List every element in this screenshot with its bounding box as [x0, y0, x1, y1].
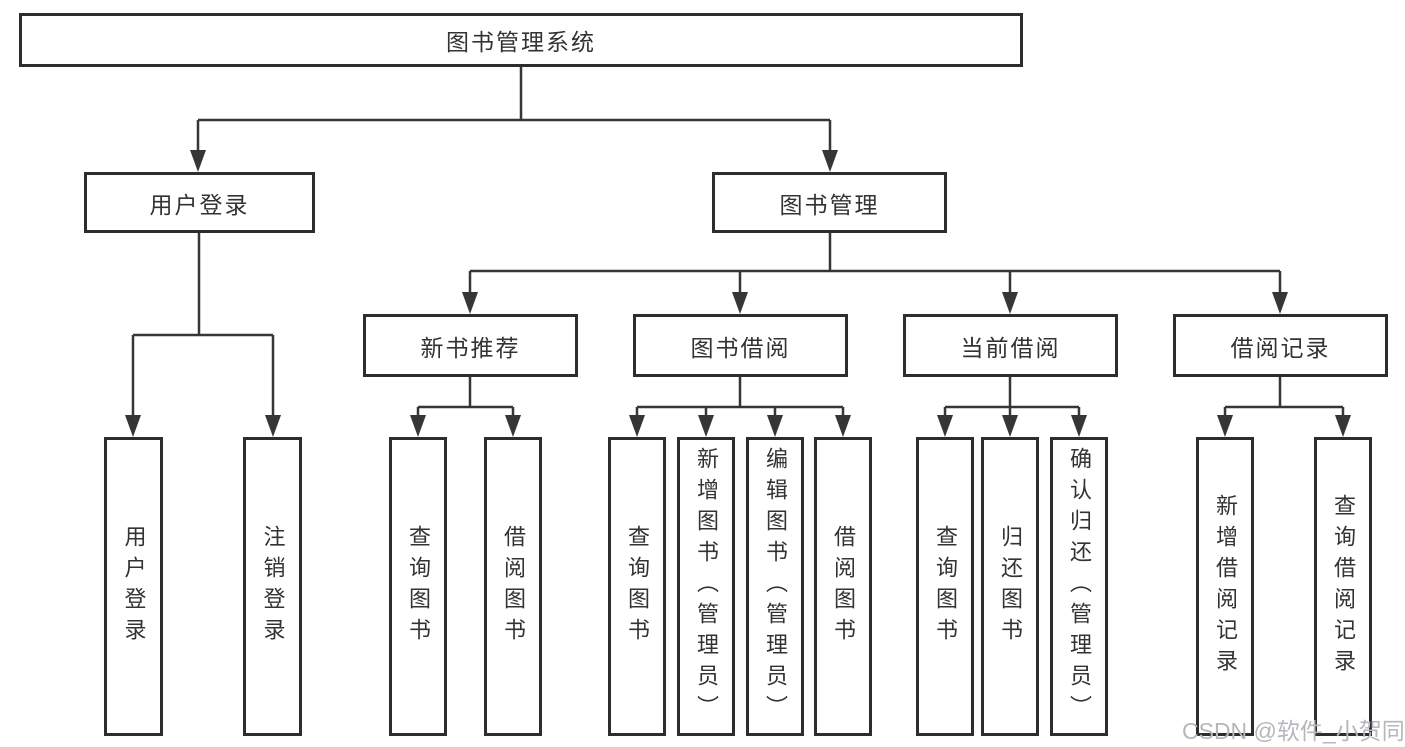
leaf-records-query-record-label: 查询借阅记录 [1331, 493, 1356, 680]
leaf-current-confirm-return-admin: 确认归还（管理员） [1050, 437, 1108, 736]
leaf-current-return-books: 归还图书 [981, 437, 1039, 736]
leaf-borrow-query-books-label: 查询图书 [625, 524, 650, 649]
leaf-logout: 注销登录 [243, 437, 302, 736]
leaf-recommend-borrow-books: 借阅图书 [484, 437, 542, 736]
leaf-records-add-record-label: 新增借阅记录 [1213, 493, 1238, 680]
leaf-current-confirm-return-admin-label: 确认归还（管理员） [1067, 447, 1092, 726]
leaf-current-query-books: 查询图书 [916, 437, 974, 736]
node-new-book-recommend-label: 新书推荐 [420, 334, 521, 361]
node-book-borrow: 图书借阅 [633, 314, 848, 377]
node-book-borrow-label: 图书借阅 [690, 334, 791, 361]
node-book-management-label: 图书管理 [779, 191, 880, 218]
leaf-recommend-borrow-books-label: 借阅图书 [501, 524, 526, 649]
node-root: 图书管理系统 [19, 13, 1023, 67]
node-current-borrow-label: 当前借阅 [960, 334, 1061, 361]
arrowheads-borrow-records-children [1217, 415, 1351, 437]
connector-root-to-level2 [196, 67, 832, 152]
connector-book-borrow-children [635, 377, 845, 416]
connector-current-borrow-children [943, 377, 1081, 416]
arrowheads-current-borrow-children [937, 415, 1087, 437]
node-user-login: 用户登录 [84, 172, 315, 233]
leaf-current-query-books-label: 查询图书 [933, 524, 958, 649]
leaf-recommend-query-books: 查询图书 [389, 437, 447, 736]
leaf-borrow-add-books-admin: 新增图书（管理员） [677, 437, 735, 736]
node-borrow-records-label: 借阅记录 [1230, 334, 1331, 361]
node-new-book-recommend: 新书推荐 [363, 314, 578, 377]
leaf-current-return-books-label: 归还图书 [998, 524, 1023, 649]
node-book-management: 图书管理 [712, 172, 947, 233]
connector-book-management-to-level3 [468, 233, 1282, 293]
node-user-login-label: 用户登录 [149, 191, 250, 218]
connector-borrow-records-children [1223, 377, 1345, 416]
watermark: CSDN @软件_小贺同学 [1182, 718, 1405, 744]
leaf-records-add-record: 新增借阅记录 [1196, 437, 1254, 736]
leaf-recommend-query-books-label: 查询图书 [406, 524, 431, 649]
leaf-borrow-borrow-books: 借阅图书 [814, 437, 872, 736]
arrowheads-user-login-children [125, 415, 281, 437]
leaf-borrow-query-books: 查询图书 [608, 437, 666, 736]
connector-new-book-recommend-children [416, 377, 515, 416]
leaf-borrow-add-books-admin-label: 新增图书（管理员） [694, 447, 719, 726]
leaf-borrow-borrow-books-label: 借阅图书 [831, 524, 856, 649]
arrowheads-book-borrow-children [629, 415, 851, 437]
node-root-label: 图书管理系统 [446, 29, 596, 55]
arrowheads-level3 [462, 292, 1288, 314]
leaf-user-login: 用户登录 [104, 437, 163, 736]
node-borrow-records: 借阅记录 [1173, 314, 1388, 377]
arrowheads-level2 [190, 150, 838, 172]
leaf-records-query-record: 查询借阅记录 [1314, 437, 1372, 736]
node-current-borrow: 当前借阅 [903, 314, 1118, 377]
leaf-logout-label: 注销登录 [260, 524, 286, 649]
leaf-borrow-edit-books-admin-label: 编辑图书（管理员） [763, 447, 788, 726]
arrowheads-new-book-recommend-children [410, 415, 521, 437]
leaf-borrow-edit-books-admin: 编辑图书（管理员） [746, 437, 804, 736]
connector-user-login-children [131, 233, 275, 416]
leaf-user-login-label: 用户登录 [121, 524, 147, 649]
